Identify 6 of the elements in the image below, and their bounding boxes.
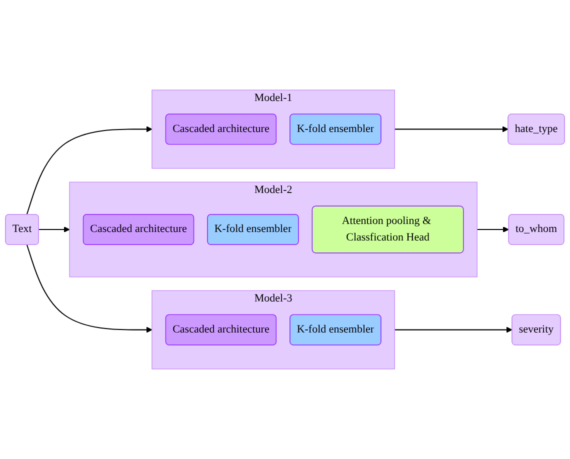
arrow <box>26 244 152 333</box>
arrow <box>38 226 70 233</box>
arrow <box>26 126 152 215</box>
arrow <box>394 126 508 132</box>
arrow <box>477 226 509 233</box>
arrow <box>394 326 512 333</box>
